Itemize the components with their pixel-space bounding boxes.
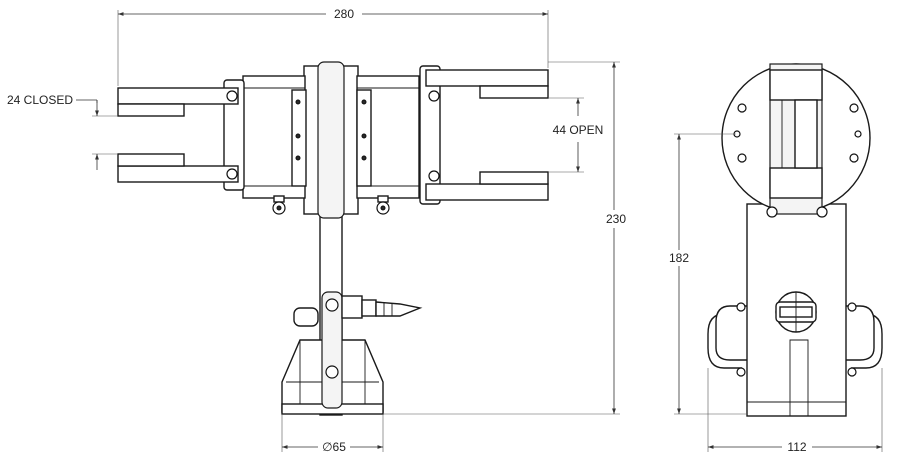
side-fitting <box>775 291 817 333</box>
dim-label-diameter-65: ∅65 <box>322 440 346 454</box>
stem-bolt-top <box>325 298 339 312</box>
dim-jaw-closed: 24 CLOSED <box>7 93 118 170</box>
right-jaws-open <box>419 65 549 205</box>
stem-bolt-bottom <box>325 365 339 379</box>
dim-width-overall: 280 <box>117 7 549 86</box>
front-view <box>117 61 549 416</box>
dim-height-overall: 230 <box>383 61 626 415</box>
dim-base-diameter: ∅65 <box>281 414 384 454</box>
dim-width-side: 112 <box>707 368 883 454</box>
center-plate <box>317 61 345 219</box>
dim-label-230: 230 <box>606 212 626 226</box>
dim-label-112: 112 <box>787 440 806 454</box>
dim-label-182: 182 <box>669 251 689 265</box>
adjust-knob-left <box>272 195 286 215</box>
pneumatic-fitting <box>293 295 423 327</box>
dim-jaw-open: 44 OPEN <box>548 97 604 173</box>
stem-link <box>321 291 343 409</box>
adjust-knob-right <box>376 195 390 215</box>
left-cylinder <box>242 75 307 199</box>
dim-height-side: 182 <box>669 133 747 415</box>
dim-label-24-closed: 24 CLOSED <box>7 93 73 107</box>
side-view <box>707 63 883 417</box>
dim-label-280: 280 <box>334 7 354 21</box>
right-cylinder <box>356 75 420 199</box>
left-jaws-closed <box>117 79 245 191</box>
dim-label-44-open: 44 OPEN <box>553 123 604 137</box>
